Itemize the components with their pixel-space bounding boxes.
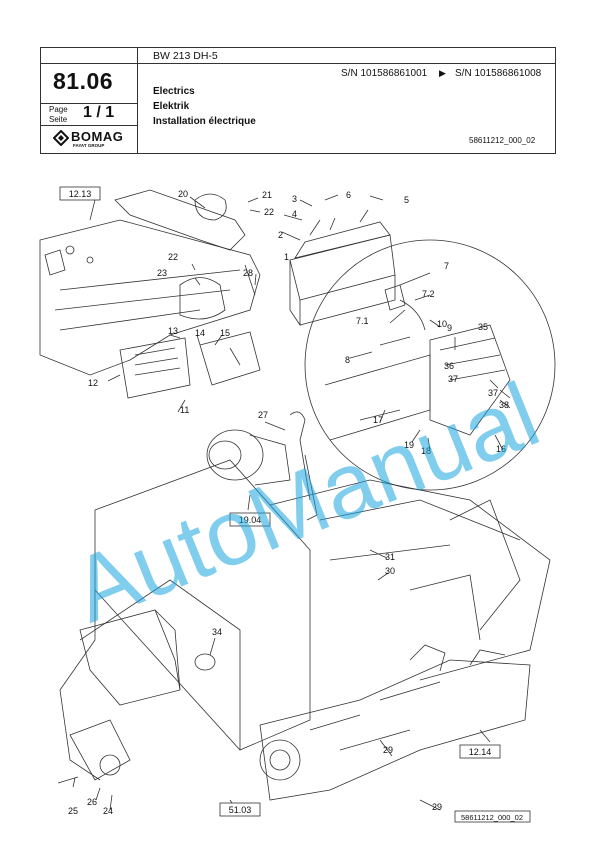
part-label: 26 — [87, 797, 97, 807]
part-label: 4 — [292, 209, 297, 219]
part-label: 19 — [404, 440, 414, 450]
page-number: 1 / 1 — [83, 104, 115, 121]
part-label: 22 — [168, 252, 178, 262]
part-label: 21 — [262, 190, 272, 200]
part-label: 2 — [278, 230, 283, 240]
part-label: 17 — [373, 415, 383, 425]
logo-text: BOMAG — [71, 129, 124, 144]
ref-box — [219, 802, 261, 817]
title-french: Installation électrique — [153, 116, 256, 127]
ref-label: 12.13 — [69, 189, 92, 199]
page-label-de: Seite — [49, 115, 68, 124]
part-label: 20 — [178, 189, 188, 199]
bomag-logo: BOMAG FAYAT GROUP — [51, 128, 135, 150]
part-label: 36 — [444, 361, 454, 371]
footer-id-box — [454, 810, 531, 823]
part-label: 7 — [444, 261, 449, 271]
part-label: 7.2 — [422, 289, 435, 299]
ref-label: 51.03 — [229, 805, 252, 815]
part-label: 11 — [180, 405, 189, 415]
part-label: 31 — [385, 552, 395, 562]
footer-id: 58611212_000_02 — [461, 813, 523, 822]
page-label-en: Page — [49, 105, 68, 114]
part-label: 13 — [168, 326, 178, 336]
parts-diagram: 12.13 19.04 12.14 51.03 58611212_000_02 … — [39, 186, 556, 823]
part-label: 5 — [404, 195, 409, 205]
section-number: 81.06 — [53, 68, 114, 94]
header-block: BW 213 DH-5 S/N 101586861001 ▶ S/N 10158… — [40, 47, 556, 154]
bomag-logo-icon — [53, 130, 69, 146]
part-label: 1 — [284, 252, 289, 262]
part-label: 7.1 — [356, 316, 369, 326]
title-german: Elektrik — [153, 101, 190, 112]
part-label: 23 — [157, 268, 167, 278]
header-rule — [41, 103, 137, 104]
serial-to: S/N 101586861008 — [455, 68, 542, 79]
serial-from: S/N 101586861001 — [341, 68, 428, 79]
part-label: 6 — [346, 190, 351, 200]
page-label: Page Seite — [49, 105, 68, 125]
part-label: 22 — [264, 207, 274, 217]
ref-label: 19.04 — [239, 515, 262, 525]
part-label: 30 — [385, 566, 395, 576]
part-label: 18 — [421, 446, 431, 456]
logo-subtext: FAYAT GROUP — [73, 143, 105, 148]
header-divider — [137, 48, 138, 153]
part-label: 34 — [212, 627, 222, 637]
part-label: 37 — [448, 374, 458, 384]
part-label: 35 — [478, 322, 488, 332]
header-rule — [41, 63, 555, 64]
part-label: 3 — [292, 194, 297, 204]
part-label: 12 — [88, 378, 98, 388]
header-rule — [41, 125, 137, 126]
part-label: 37 — [488, 388, 498, 398]
part-label: 9 — [447, 323, 452, 333]
part-label: 25 — [68, 806, 78, 816]
ref-box — [229, 512, 271, 527]
part-label: 14 — [195, 328, 205, 338]
ref-label: 12.14 — [469, 747, 492, 757]
part-label: 29 — [432, 802, 442, 812]
document-id: 58611212_000_02 — [469, 136, 536, 145]
watermark: AutoManual — [59, 364, 552, 643]
part-label: 27 — [258, 410, 268, 420]
part-label: 10 — [437, 319, 447, 329]
part-label: 15 — [220, 328, 230, 338]
part-label: 8 — [345, 355, 350, 365]
part-label: 29 — [383, 745, 393, 755]
ref-box — [459, 744, 501, 759]
serial-arrow: ▶ — [439, 68, 446, 78]
part-label: 24 — [103, 806, 113, 816]
model-name: BW 213 DH-5 — [153, 50, 218, 62]
title-english: Electrics — [153, 86, 195, 97]
ref-box — [59, 186, 101, 201]
part-label: 16 — [496, 444, 506, 454]
part-label: 28 — [243, 268, 253, 278]
part-label: 38 — [499, 400, 509, 410]
